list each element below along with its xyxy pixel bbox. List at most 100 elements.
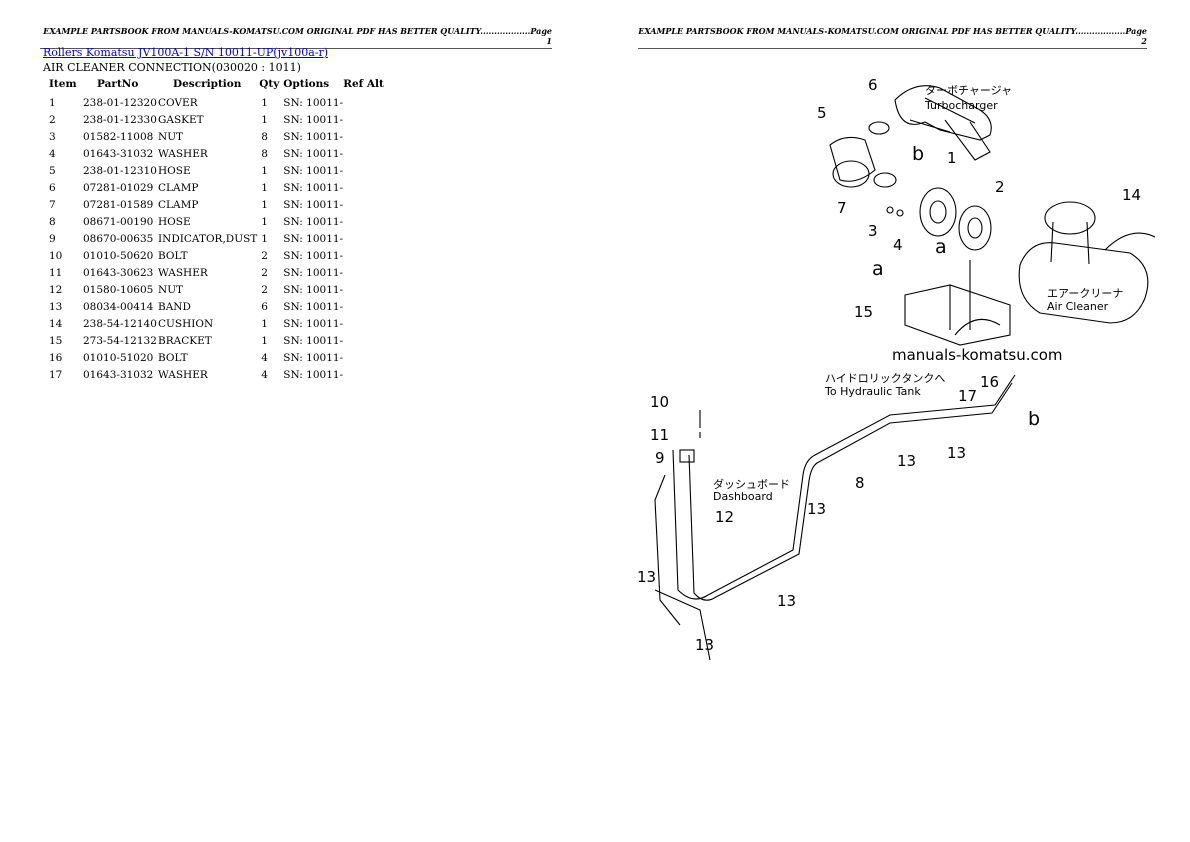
cell-qty: 1 <box>261 317 268 330</box>
callout-a-left: a <box>872 258 884 280</box>
cell-options: SN: 10011- <box>283 232 344 245</box>
cell-description: BOLT <box>158 249 188 262</box>
hydraulic-tank-label-jp: ハイドロリックタンクへ <box>825 372 945 385</box>
cell-options: SN: 10011- <box>283 130 344 143</box>
parts-table: Item PartNo Description Qty Options Ref … <box>43 77 388 383</box>
cell-qty: 2 <box>261 283 268 296</box>
cell-options: SN: 10011- <box>283 334 344 347</box>
cell-description: NUT <box>158 283 184 296</box>
cell-refalt <box>343 94 388 111</box>
cell-item: 5 <box>49 164 56 177</box>
cell-partno: 01580-10605 <box>83 283 154 296</box>
callout-13-a: 13 <box>897 452 916 470</box>
air-cleaner-drawing <box>1018 242 1149 324</box>
section-subtitle: AIR CLEANER CONNECTION(030020 : 1011) <box>43 61 301 74</box>
callout-b-top: b <box>912 143 924 165</box>
cell-refalt <box>343 145 388 162</box>
cell-refalt <box>343 247 388 264</box>
cell-options: SN: 10011- <box>283 215 344 228</box>
cell-partno: 07281-01589 <box>83 198 154 211</box>
cell-partno: 08670-00635 <box>83 232 154 245</box>
header-refalt: Ref Alt <box>343 78 384 90</box>
cell-partno: 273-54-12132 <box>83 334 157 347</box>
cell-refalt <box>343 230 388 247</box>
cell-qty: 4 <box>261 368 268 381</box>
callout-a-right: a <box>935 236 947 258</box>
cell-item: 15 <box>49 334 63 347</box>
cell-refalt <box>343 315 388 332</box>
turbocharger-label-jp: ターボチャージャ <box>925 84 1012 97</box>
cell-partno: 01643-31032 <box>83 147 154 160</box>
cell-refalt <box>343 264 388 281</box>
cell-qty: 1 <box>261 113 268 126</box>
callout-17: 17 <box>958 387 977 405</box>
dashboard-label-jp: ダッシュボード <box>713 477 790 491</box>
cell-qty: 1 <box>261 164 268 177</box>
cell-description: WASHER <box>158 266 208 279</box>
cell-description: INDICATOR,DUST <box>158 232 258 245</box>
cell-refalt <box>343 111 388 128</box>
watermark: manuals-komatsu.com <box>892 346 1063 364</box>
callout-8: 8 <box>855 474 865 492</box>
hydraulic-tank-label: To Hydraulic Tank <box>824 385 921 398</box>
header-qty: Qty <box>259 78 280 90</box>
cell-partno: 01643-30623 <box>83 266 154 279</box>
cell-options: SN: 10011- <box>283 96 344 109</box>
cell-refalt <box>343 196 388 213</box>
cell-qty: 2 <box>261 249 268 262</box>
cell-options: SN: 10011- <box>283 113 344 126</box>
callout-16: 16 <box>980 373 999 391</box>
cell-item: 17 <box>49 368 63 381</box>
header-partno: PartNo <box>97 78 139 90</box>
cell-options: SN: 10011- <box>283 198 344 211</box>
cell-partno: 01010-51020 <box>83 351 154 364</box>
cell-qty: 6 <box>261 300 268 313</box>
cell-options: SN: 10011- <box>283 147 344 160</box>
header-options: Options <box>283 78 330 90</box>
callout-5: 5 <box>817 104 827 122</box>
cell-refalt <box>343 298 388 315</box>
cell-qty: 1 <box>261 198 268 211</box>
cell-options: SN: 10011- <box>283 317 344 330</box>
cell-qty: 1 <box>261 215 268 228</box>
callout-1: 1 <box>947 149 957 167</box>
cell-item: 13 <box>49 300 63 313</box>
cell-partno: 01643-31032 <box>83 368 154 381</box>
cell-partno: 07281-01029 <box>83 181 154 194</box>
model-title-link[interactable]: Rollers Komatsu JV100A-1 S/N 10011-UP(jv… <box>43 46 329 59</box>
cell-item: 1 <box>49 96 56 109</box>
callout-4: 4 <box>893 236 903 254</box>
cell-qty: 1 <box>261 181 268 194</box>
cell-item: 3 <box>49 130 56 143</box>
cell-item: 16 <box>49 351 63 364</box>
cell-qty: 1 <box>261 96 268 109</box>
callout-13-f: 13 <box>695 636 714 654</box>
turbocharger-drawing <box>894 85 992 141</box>
turbocharger-label: Turbocharger <box>924 99 998 112</box>
cell-item: 12 <box>49 283 63 296</box>
cell-item: 14 <box>49 317 63 330</box>
cell-qty: 4 <box>261 351 268 364</box>
cell-options: SN: 10011- <box>283 368 344 381</box>
callout-12: 12 <box>715 508 734 526</box>
air-cleaner-label: Air Cleaner <box>1047 300 1109 313</box>
table-header-row: Item PartNo Description Qty Options Ref … <box>43 77 388 94</box>
cell-partno: 01010-50620 <box>83 249 154 262</box>
callout-3: 3 <box>868 222 878 240</box>
callout-13-c: 13 <box>807 500 826 518</box>
cell-options: SN: 10011- <box>283 351 344 364</box>
cell-item: 2 <box>49 113 56 126</box>
cell-options: SN: 10011- <box>283 266 344 279</box>
cell-item: 4 <box>49 147 56 160</box>
